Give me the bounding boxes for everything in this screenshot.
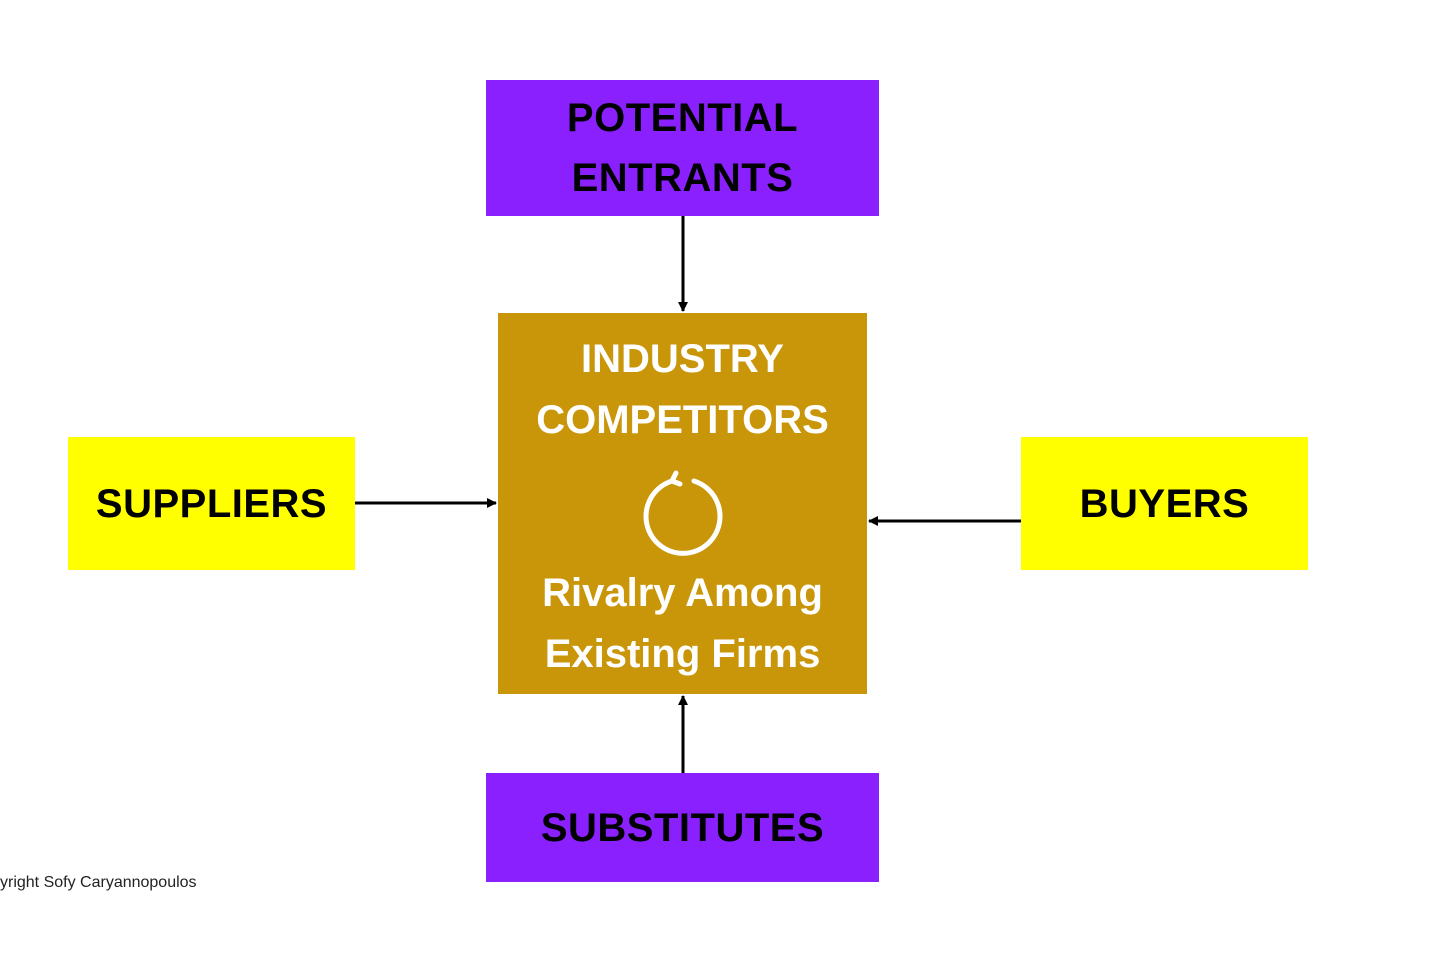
rivalry-line1: Rivalry Among [542, 571, 823, 615]
potential-entrants-line2: ENTRANTS [571, 156, 794, 200]
suppliers-label: SUPPLIERS [95, 481, 328, 526]
buyers-label: BUYERS [1079, 481, 1250, 526]
buyers-box: BUYERS [1021, 437, 1308, 570]
substitutes-box: SUBSTITUTES [486, 773, 879, 882]
industry-competitors-box: INDUSTRY COMPETITORS Rivalry Among Exist… [498, 313, 867, 694]
industry-competitors-title-line1: INDUSTRY [581, 337, 784, 381]
industry-competitors-title-line2: COMPETITORS [536, 398, 829, 442]
copyright-text: yright Sofy Caryannopoulos [0, 874, 197, 891]
suppliers-box: SUPPLIERS [68, 437, 355, 570]
potential-entrants-line1: POTENTIAL [566, 96, 799, 140]
cycle-icon [638, 469, 728, 559]
rivalry-line2: Existing Firms [544, 632, 821, 676]
potential-entrants-box: POTENTIAL ENTRANTS [486, 80, 879, 216]
substitutes-label: SUBSTITUTES [540, 805, 825, 850]
